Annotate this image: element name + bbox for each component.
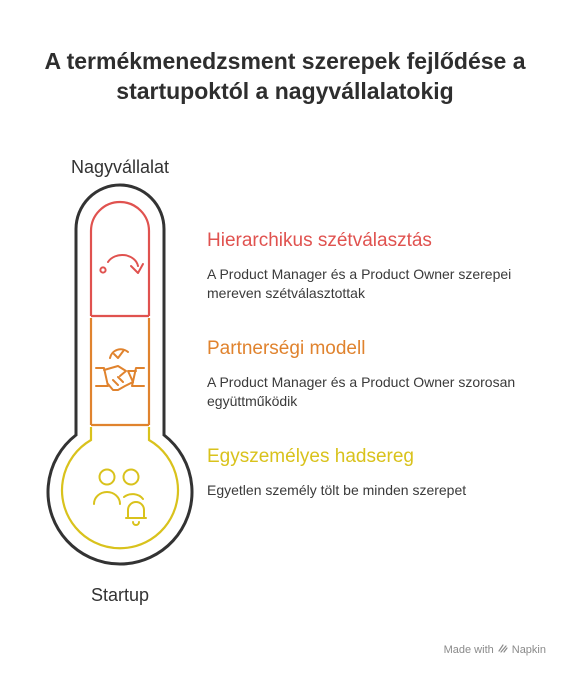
redo-arrow-icon xyxy=(99,254,144,274)
stage-heading: Partnerségi modell xyxy=(207,338,366,359)
section-partnership xyxy=(89,318,151,425)
top-label: Nagyvállalat xyxy=(70,157,170,177)
bottom-label: Startup xyxy=(90,585,150,605)
users-bell-icon xyxy=(93,468,147,526)
made-with-footer[interactable]: Made with Napkin xyxy=(444,643,546,656)
page-title: A termékmenedzsment szerepek fejlődése a… xyxy=(44,48,526,104)
napkin-logo-icon xyxy=(498,643,508,656)
stage-description: A Product Manager és a Product Owner szo… xyxy=(207,374,516,409)
stage-hierarchical: Hierarchikus szétválasztás A Product Man… xyxy=(207,229,547,303)
section-one-person xyxy=(60,427,180,550)
stage-heading: Hierarchikus szétválasztás xyxy=(207,230,432,251)
brand-name: Napkin xyxy=(511,643,546,656)
made-with-text: Made with xyxy=(443,643,494,656)
stage-heading: Egyszemélyes hadsereg xyxy=(207,446,414,467)
stage-partnership: Partnerségi modell A Product Manager és … xyxy=(207,337,547,411)
stage-description: A Product Manager és a Product Owner sze… xyxy=(207,266,512,301)
stage-one-person: Egyszemélyes hadsereg Egyetlen személy t… xyxy=(207,445,547,500)
thermometer-outline xyxy=(46,183,194,566)
handshake-icon xyxy=(95,348,145,391)
section-hierarchical xyxy=(89,200,151,316)
stage-description: Egyetlen személy tölt be minden szerepet xyxy=(207,482,467,498)
